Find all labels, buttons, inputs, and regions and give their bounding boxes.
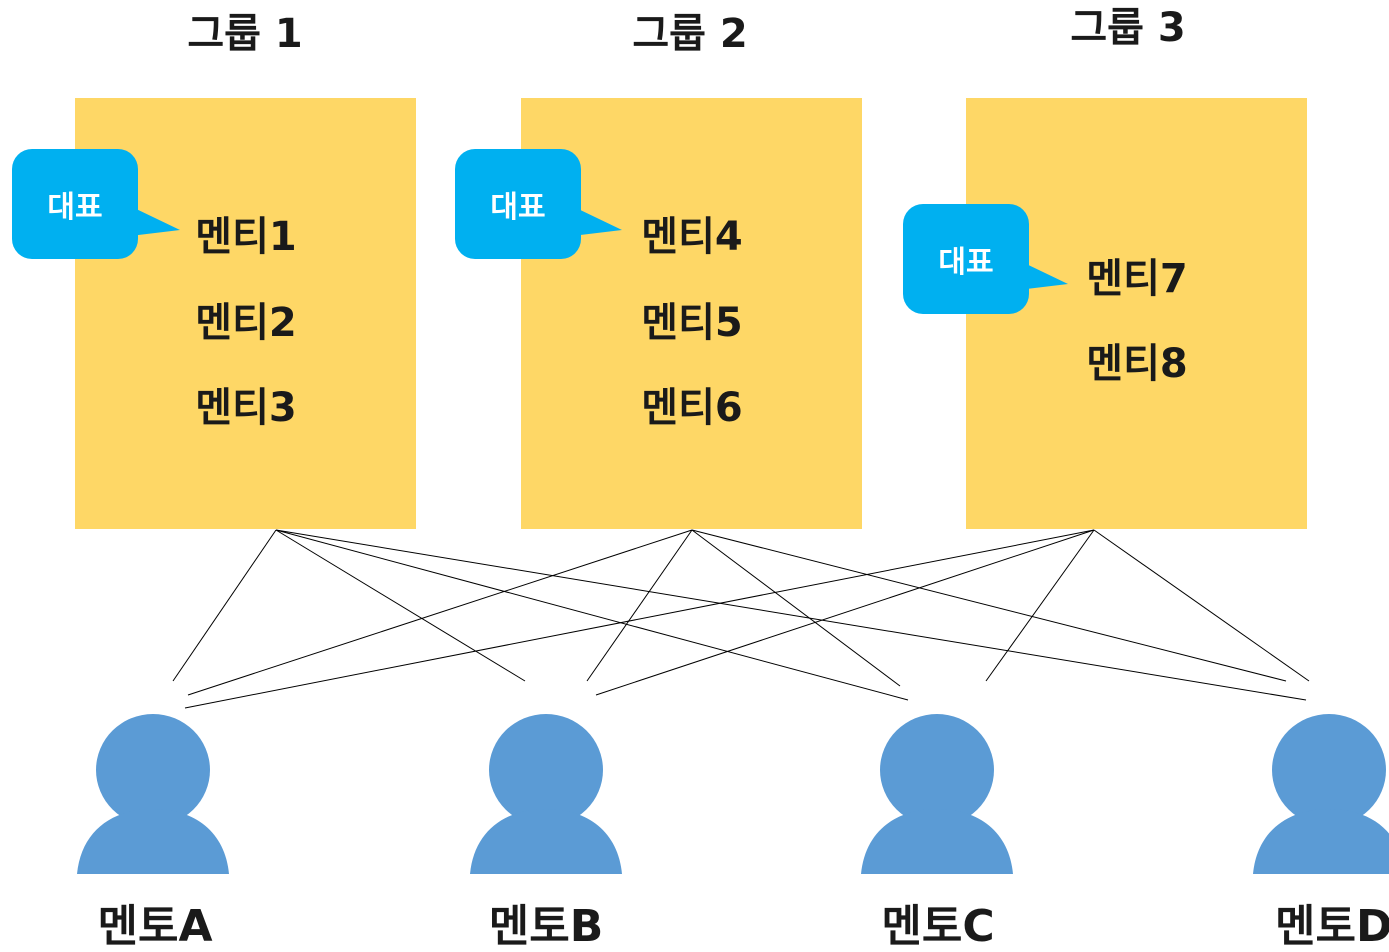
group-3-title: 그룹 3 — [1070, 5, 1186, 51]
group-1-title: 그룹 1 — [187, 11, 303, 57]
mentee-1: 멘티1 — [195, 214, 297, 260]
mentee-5: 멘티5 — [641, 300, 743, 346]
mentor-label: 멘토B — [488, 901, 604, 952]
connection-line — [985, 529, 1095, 682]
mentor-person-icon — [861, 714, 1013, 874]
callout-tail — [130, 206, 180, 236]
representative-callout: 대표 — [903, 204, 1029, 314]
mentor-label: 멘토D — [1275, 901, 1389, 952]
representative-callout: 대표 — [12, 149, 138, 259]
representative-callout: 대표 — [455, 149, 581, 259]
connection-line — [172, 529, 277, 682]
connection-line — [586, 529, 693, 682]
mentor-person-icon — [77, 714, 229, 874]
mentee-2: 멘티2 — [195, 300, 297, 346]
callout-tail — [572, 206, 622, 236]
mentor-person-icon — [1253, 714, 1389, 874]
mentor-person-icon — [470, 714, 622, 874]
connection-line — [691, 529, 1287, 682]
mentee-8: 멘티8 — [1086, 341, 1188, 387]
connection-line — [275, 529, 909, 701]
callout-tail — [1018, 260, 1068, 290]
connection-line — [187, 529, 693, 696]
mentor-label: 멘토C — [881, 901, 995, 952]
connection-line — [595, 529, 1095, 696]
mentee-4: 멘티4 — [641, 214, 743, 260]
connection-line — [275, 529, 1307, 701]
group-2-title: 그룹 2 — [632, 11, 748, 57]
connection-line — [184, 529, 1095, 709]
connection-line — [1093, 529, 1310, 682]
mentor-label: 멘토A — [97, 901, 213, 952]
connection-line — [275, 529, 526, 682]
mentee-7: 멘티7 — [1086, 256, 1188, 302]
mentee-6: 멘티6 — [641, 385, 743, 431]
group-3-box — [966, 98, 1307, 529]
mentee-3: 멘티3 — [195, 385, 297, 431]
connection-line — [691, 529, 901, 687]
